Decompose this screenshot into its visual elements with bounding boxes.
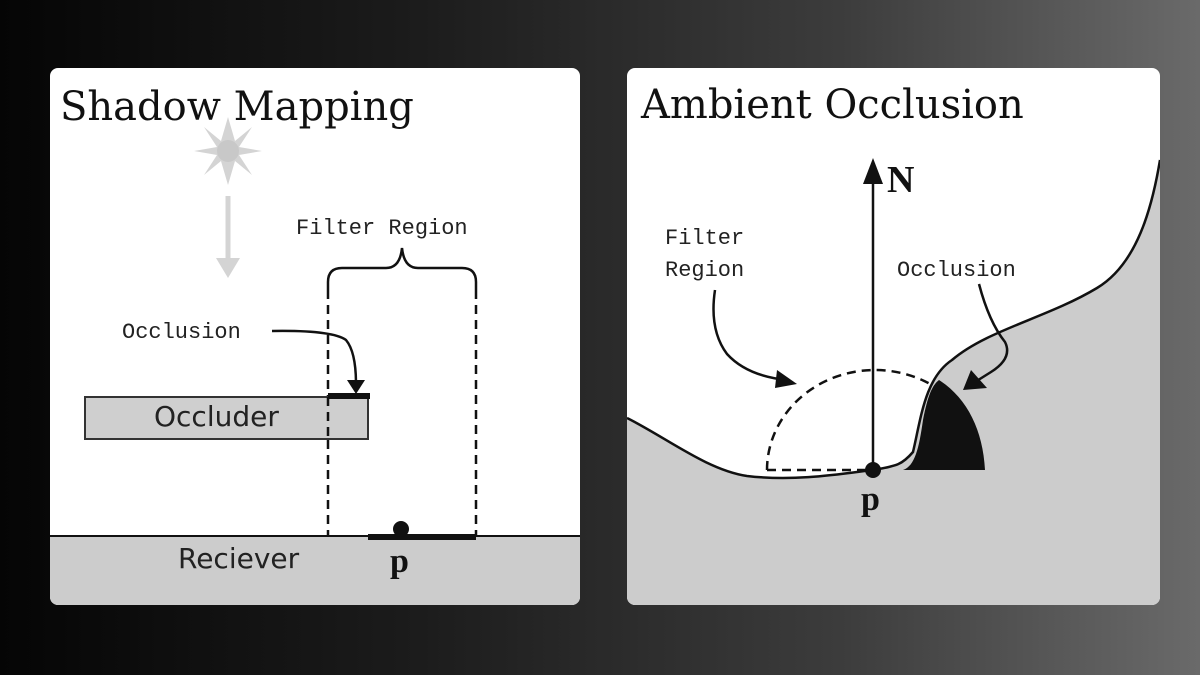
normal-arrow-head <box>863 158 883 184</box>
point-p-marker <box>393 521 409 537</box>
occlusion-label: Occlusion <box>122 320 241 345</box>
receiver-surface <box>50 536 580 605</box>
point-p-label: p <box>861 481 880 518</box>
filter-region-label: Filter Region <box>296 216 468 241</box>
occluder-label: Occluder <box>154 400 279 433</box>
occlusion-arrow <box>271 329 358 385</box>
shadow-mapping-panel: Shadow Mapping Filter Region Occlusion O… <box>50 68 580 605</box>
filter-region-label-line2: Region <box>665 258 744 283</box>
ambient-occlusion-diagram: N Filter Region Occlusion p Ambient Occl… <box>627 82 1160 605</box>
filter-region-arrow <box>712 289 788 382</box>
normal-label: N <box>887 159 914 201</box>
light-direction-arrow <box>216 196 240 278</box>
point-p-label: p <box>390 543 409 580</box>
terrain-outline <box>627 159 1160 480</box>
shadow-mapping-diagram: Shadow Mapping Filter Region Occlusion O… <box>50 84 580 605</box>
ambient-occlusion-title: Ambient Occlusion <box>640 82 1024 128</box>
occluded-region <box>903 380 985 470</box>
occlusion-arrow-head <box>347 380 365 394</box>
sun-icon <box>194 117 262 185</box>
occlusion-arrow-head <box>963 370 987 390</box>
terrain-surface <box>627 160 1160 605</box>
occlusion-label: Occlusion <box>897 258 1016 283</box>
receiver-label: Reciever <box>178 542 300 575</box>
ambient-occlusion-panel: N Filter Region Occlusion p Ambient Occl… <box>627 68 1160 605</box>
shadow-mapping-title: Shadow Mapping <box>60 84 414 130</box>
filter-region-brace <box>326 247 478 290</box>
filter-region-hemisphere <box>765 368 985 471</box>
occlusion-arrow <box>974 283 1009 384</box>
occluder-box <box>84 396 369 440</box>
point-p-marker <box>865 462 881 478</box>
filter-region-arrow-head <box>775 370 797 388</box>
filter-region-label-line1: Filter <box>665 226 744 251</box>
